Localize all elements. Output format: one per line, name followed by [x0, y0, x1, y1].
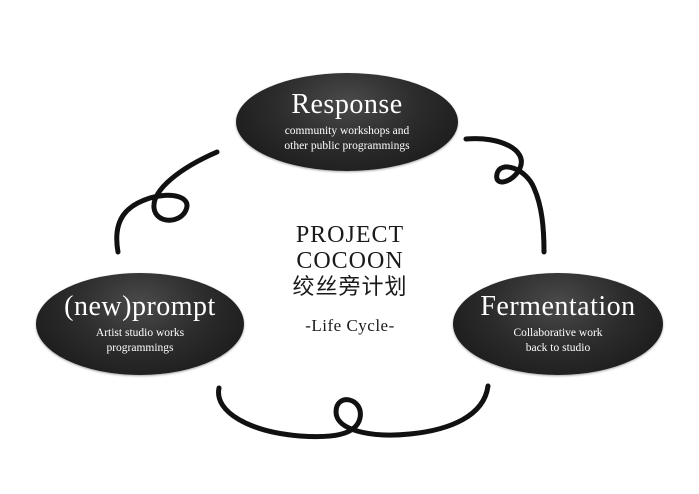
- node-response-subtitle-line: community workshops and: [284, 125, 410, 137]
- connector-fermentation-to-prompt: [216, 383, 491, 440]
- center-subtitle: -Life Cycle-: [305, 316, 395, 335]
- center-title-block: PROJECT COCOON 绞丝旁计划 -Life Cycle-: [260, 222, 440, 336]
- center-title-line2: COCOON: [296, 248, 404, 274]
- center-chinese-title: 绞丝旁计划: [292, 275, 408, 300]
- node-prompt-subtitle-line: Artist studio works: [95, 327, 185, 339]
- node-fermentation-subtitle-line: Collaborative work: [513, 327, 603, 339]
- node-response-subtitle: community workshops and other public pro…: [284, 124, 409, 154]
- node-fermentation-subtitle: Collaborative work back to studio: [513, 326, 602, 356]
- node-prompt-subtitle: Artist studio works programmings: [96, 326, 184, 356]
- node-response-title: Response: [291, 89, 403, 120]
- connector-prompt-to-response: [114, 149, 220, 255]
- node-fermentation: Fermentation Collaborative work back to …: [453, 273, 663, 375]
- node-prompt-subtitle-line: programmings: [106, 342, 174, 354]
- node-prompt: (new)prompt Artist studio works programm…: [36, 273, 244, 375]
- node-response: Response community workshops and other p…: [236, 73, 458, 171]
- center-title-line1: PROJECT: [295, 222, 405, 248]
- node-fermentation-title: Fermentation: [480, 291, 636, 322]
- node-prompt-title: (new)prompt: [64, 291, 216, 322]
- connector-response-to-fermentation: [463, 136, 547, 255]
- node-fermentation-subtitle-line: back to studio: [525, 342, 591, 354]
- node-response-subtitle-line: other public programmings: [284, 140, 410, 152]
